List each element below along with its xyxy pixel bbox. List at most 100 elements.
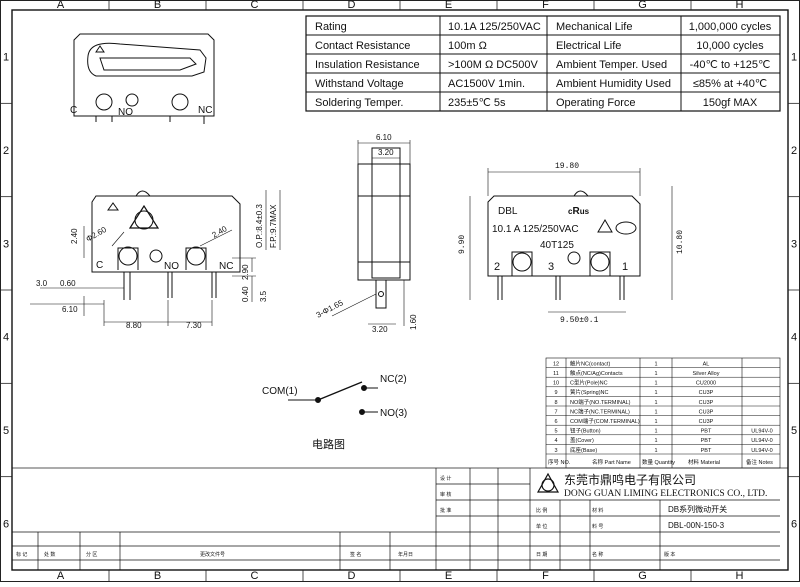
zone-col-g-top: G [638,0,647,11]
tb-sign: 签 名 [350,551,361,558]
bom-cell-qty: 1 [654,448,657,454]
spec-label-elec-life: Electrical Life [556,40,621,52]
zone-row-6-right: 6 [791,518,797,530]
dim-right-width: 19.80 [555,162,579,171]
dim-side-6-10: 6.10 [376,133,392,142]
dim-phi-2-40-right: 2.40 [211,224,229,240]
tb-doc: 更改文件号 [200,551,225,558]
zone-row-3-left: 3 [3,238,9,250]
bom-cell-qty: 1 [654,400,657,406]
dim-3-0: 3.0 [36,279,48,288]
dim-3-5: 3.5 [259,290,268,302]
bom-h-qty: 数量 Quantity [642,458,675,466]
bom-cell-qty: 1 [654,409,657,415]
ce-triangle-icon [597,219,613,233]
zone-row-4-right: 4 [791,332,797,344]
dim-2-40: 2.40 [70,228,79,244]
front-label-c: C [96,260,103,271]
zone-col-b-bottom: B [154,570,161,582]
bom-cell-material: CU3P [699,390,714,396]
dim-3-phi-1-65: 3-Φ1.65 [315,298,345,320]
bom-cell-material: AL [703,361,710,367]
front-label-no: NO [164,261,179,272]
bom-cell-name: 簧片(Spring)NC [570,388,609,396]
tb-part-no: 料 号 [592,523,603,530]
right-brand: DBL [498,206,518,217]
dim-side-3-20: 3.20 [378,148,394,157]
circuit-no: NO(3) [380,408,407,419]
dim-right-h-right: 10.80 [676,230,685,254]
tb-checker: 审 核 [440,491,451,498]
cqc-mark-icon [615,221,637,235]
spec-value-elec-life: 10,000 cycles [696,40,764,52]
company-name-en: DONG GUAN LIMING ELECTRONICS CO., LTD. [564,489,767,499]
title-block [11,467,789,571]
bom-cell-no: 8 [554,400,557,406]
spec-value-withstand: AC1500V 1min. [448,78,525,90]
drawing-number: DBL-00N-150-3 [668,521,725,530]
zone-col-e-bottom: E [445,570,452,582]
bom-cell-name: 触点(NC/Ag)Contacts [570,369,623,377]
circuit-com: COM(1) [262,386,298,397]
spec-label-op-force: Operating Force [556,97,635,109]
dim-right-pitch: 9.50±0.1 [560,316,599,325]
right-view-text: DBL 10.1 A 125/250VAC 40T125 2 3 1 19.80… [458,162,685,325]
bom-cell-qty: 1 [654,390,657,396]
zone-row-1-left: 1 [3,52,9,64]
dim-side-bottom-3-20: 3.20 [372,325,388,334]
bom-h-no: 序号 NO. [548,458,571,466]
dim-right-h-left: 9.90 [458,235,467,254]
tb-ymd: 年月日 [398,551,413,558]
zone-col-d-top: D [348,0,356,11]
spec-label-insulation: Insulation Resistance [315,59,420,71]
spec-value-ambient-temp: -40℃ to +125℃ [690,59,771,71]
zone-row-2-right: 2 [791,145,797,157]
tb-qty: 处 数 [44,551,55,558]
dim-8-80: 8.80 [126,321,142,330]
bom-cell-no: 9 [554,390,557,396]
circuit-caption: 电路图 [312,438,345,451]
bom-cell-material: PBT [701,438,712,444]
zone-col-e-top: E [445,0,452,11]
top-label-no: NO [118,107,133,118]
bom-cell-no: 12 [553,361,559,367]
bom-cell-name: NC端子(NC.TERMINAL) [570,407,630,415]
bom-cell-name: NO端子(NO.TERMINAL) [570,398,631,406]
bom-h-note: 备注 Notes [746,458,773,466]
front-dimensions [30,190,281,326]
zone-col-g-bottom: G [638,570,647,582]
tb-scale: 比 例 [536,507,547,514]
zone-row-5-right: 5 [791,425,797,437]
side-dim-text: 6.10 3.20 3-Φ1.65 3.20 1.60 [315,133,418,334]
spec-value-mech-life: 1,000,000 cycles [689,21,772,33]
bom-cell-note: UL94V-0 [751,429,772,435]
zone-col-h-bottom: H [736,570,744,582]
bom-cell-note: UL94V-0 [751,438,772,444]
bom-header: 序号 NO. 名称 Part Name 数量 Quantity 材料 Mater… [548,458,773,466]
dim-op: O.P.:8.4±0.3 [255,204,264,248]
bom-cell-name: 钮子(Button) [570,427,601,435]
spec-label-rating: Rating [315,21,347,33]
bom-cell-qty: 1 [654,381,657,387]
zone-row-1-right: 1 [791,52,797,64]
tb-date: 日 期 [536,552,547,558]
tb-zone: 分 区 [86,551,97,558]
zone-col-b-top: B [154,0,161,11]
top-label-nc: NC [198,105,212,116]
zone-row-5-left: 5 [3,425,9,437]
bom-cell-qty: 1 [654,438,657,444]
bom-cell-material: CU3P [699,409,714,415]
bom-cell-material: CU3P [699,419,714,425]
bom-cell-name: C型片(Pole)NC [570,379,608,387]
bom-cell-qty: 1 [654,419,657,425]
tb-version: 版 本 [664,551,675,558]
right-code: 40T125 [540,240,574,251]
drawing-title: DB系列微动开关 [668,504,727,514]
dim-2-90: 2.90 [241,264,250,280]
spec-label-ambient-temp: Ambient Temper. Used [556,59,667,71]
top-label-c: C [70,105,77,116]
tb-approve: 批 准 [440,507,451,514]
bom-cell-name: 触片NC(contact) [570,359,611,367]
